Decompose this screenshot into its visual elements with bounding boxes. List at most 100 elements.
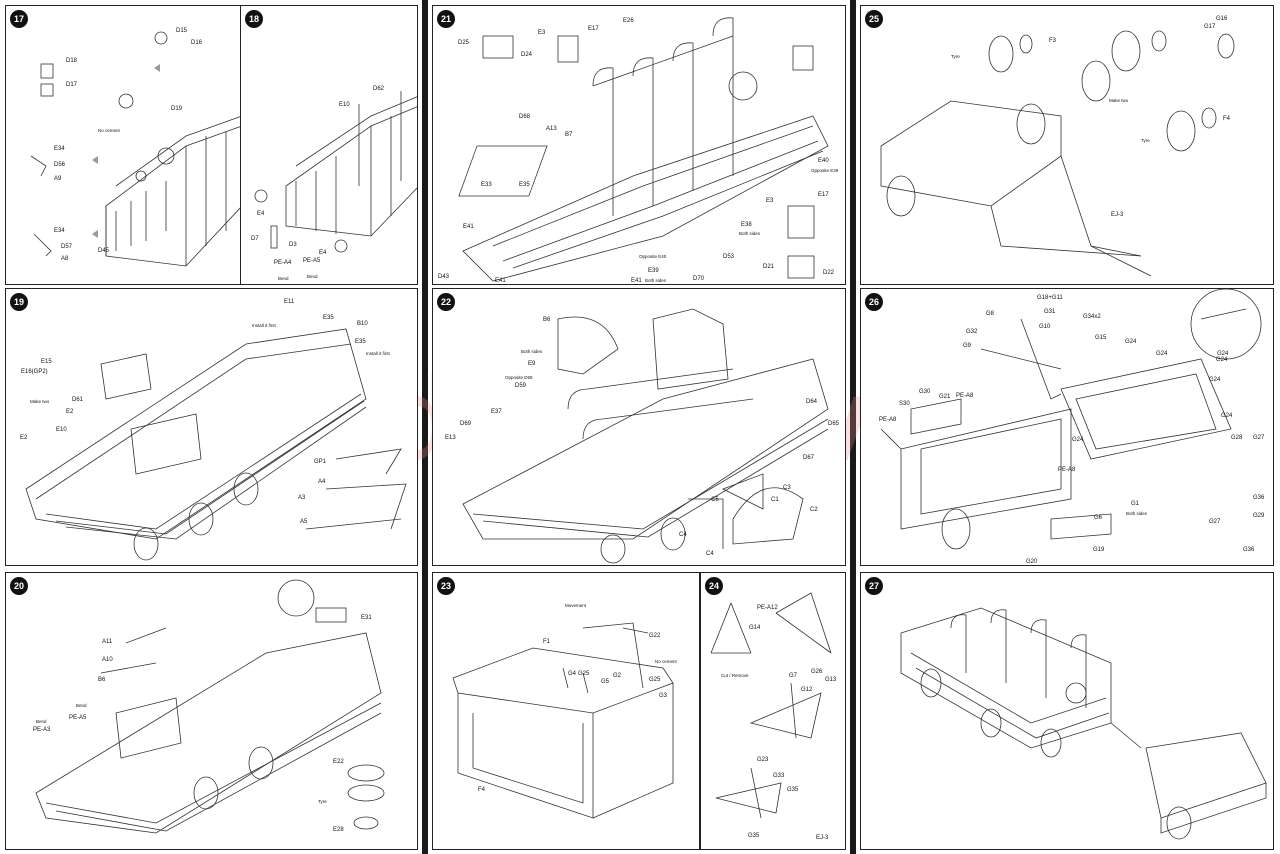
step-number: 21 (437, 10, 455, 28)
part-label: E39 (648, 268, 659, 274)
part-label: G23 (757, 757, 769, 763)
step-number: 19 (10, 293, 28, 311)
completed-model-drawing (900, 607, 1267, 840)
bend-note: Bend (307, 274, 318, 279)
no-cement-note: No cement (655, 659, 677, 664)
part-label: G1 (1131, 501, 1140, 507)
part-label: G24 (1217, 351, 1229, 357)
part-label: D25 (458, 40, 470, 46)
part-label: C4 (706, 551, 714, 557)
part-label: G24 (1216, 357, 1228, 363)
panel-step-20: 20 A11 A10 B6 Bend PE-A5 Bend PE-A3 E31 … (5, 572, 418, 850)
vehicle-drawing (35, 579, 385, 834)
part-label: E35 (323, 315, 334, 321)
part-label: C4 (679, 532, 687, 538)
part-label: E41 (463, 224, 474, 230)
panel-step-23: 23 Movement F1 G22 No cement G4 G25 G2 G… (432, 572, 700, 850)
part-label: G3 (659, 693, 668, 699)
part-label: E35 (519, 182, 530, 188)
part-label: C2 (810, 507, 818, 513)
part-label: G17 (1204, 24, 1216, 30)
vehicle-drawing (458, 17, 829, 282)
install-first-note: Install it first (366, 351, 390, 356)
part-label: A5 (300, 519, 308, 525)
part-label: E4 (319, 250, 327, 256)
part-label: D15 (176, 28, 188, 34)
part-label: G32 (966, 329, 978, 335)
part-label: D22 (823, 270, 835, 276)
panel-step-17: 17 D15 D16 D18 D17 D19 No cement E34 D56… (5, 5, 241, 285)
make-two-note: Make two (1109, 98, 1129, 103)
part-label: E41 (495, 278, 506, 284)
part-label: G6 (1094, 515, 1103, 521)
part-label: E40 (818, 158, 829, 164)
part-label: E34 (54, 228, 65, 234)
no-cement-note: No cement (98, 128, 120, 133)
step-number: 17 (10, 10, 28, 28)
part-label: B6 (98, 677, 106, 683)
vehicle-drawing (462, 308, 829, 564)
bend-note: Bend (36, 719, 47, 724)
part-label: E2 (66, 409, 74, 415)
part-label: C1 (771, 497, 779, 503)
part-label: G24 (1072, 437, 1084, 443)
part-label: D68 (519, 114, 531, 120)
part-label: E9 (528, 361, 536, 367)
part-label: A8 (61, 256, 69, 262)
part-label: PE-A5 (69, 715, 87, 721)
vehicle-drawing (25, 328, 407, 561)
part-label: E11 (284, 299, 295, 305)
part-label: E4 (257, 211, 265, 217)
column-divider (850, 0, 856, 854)
cut-remove-note: Cut / Remove (721, 673, 749, 678)
step-number: 20 (10, 577, 28, 595)
part-label: D45 (98, 248, 110, 254)
part-label: E38 (741, 222, 752, 228)
part-label: G19 (1093, 547, 1105, 553)
frame-drawing (254, 91, 417, 253)
make-two-note: Make two (30, 399, 50, 404)
part-label: D65 (828, 421, 840, 427)
part-label: G24 (1156, 351, 1168, 357)
part-label: C5 (711, 497, 719, 503)
part-label: G14 (749, 625, 761, 631)
bend-note: Bend (278, 276, 289, 281)
part-label: G35 (748, 833, 760, 839)
part-label: E17 (818, 192, 829, 198)
part-label: D56 (54, 162, 66, 168)
part-label: G8 (986, 311, 995, 317)
part-label: E13 (445, 435, 456, 441)
part-label: EJ-3 (1111, 212, 1124, 218)
part-label: G12 (801, 687, 813, 693)
part-label: GP1 (314, 459, 327, 465)
part-label: E33 (481, 182, 492, 188)
part-label: D21 (763, 264, 775, 270)
part-label: D3 (289, 242, 297, 248)
part-label: F3 (1049, 38, 1057, 44)
opposite-note: Opposite E40 (639, 254, 667, 259)
part-label: D57 (61, 244, 73, 250)
part-label: E15 (41, 359, 52, 365)
part-label: D17 (66, 82, 78, 88)
part-label: PE-A4 (274, 260, 292, 266)
part-label: A4 (318, 479, 326, 485)
panel-step-24: 24 PE-A12 G14 Cut / Remove G26 G7 G12 G1… (700, 572, 846, 850)
part-label: D43 (438, 274, 450, 280)
both-sides-note: Both sides (739, 231, 761, 236)
part-label: G26 (811, 669, 823, 675)
part-label: G28 (1231, 435, 1243, 441)
step-number: 24 (705, 577, 723, 595)
part-label: B7 (565, 132, 573, 138)
bend-note: Bend (76, 703, 87, 708)
part-label: S30 (899, 401, 910, 407)
part-label: PE-A8 (879, 417, 897, 423)
part-label: G7 (789, 673, 798, 679)
part-label: E2 (20, 435, 28, 441)
part-label: G2 (613, 673, 622, 679)
part-label: D61 (72, 397, 84, 403)
part-label: A3 (298, 495, 306, 501)
part-label: E26 (623, 18, 634, 24)
step-number: 26 (865, 293, 883, 311)
part-label: G29 (1253, 513, 1265, 519)
part-label: E34 (54, 146, 65, 152)
